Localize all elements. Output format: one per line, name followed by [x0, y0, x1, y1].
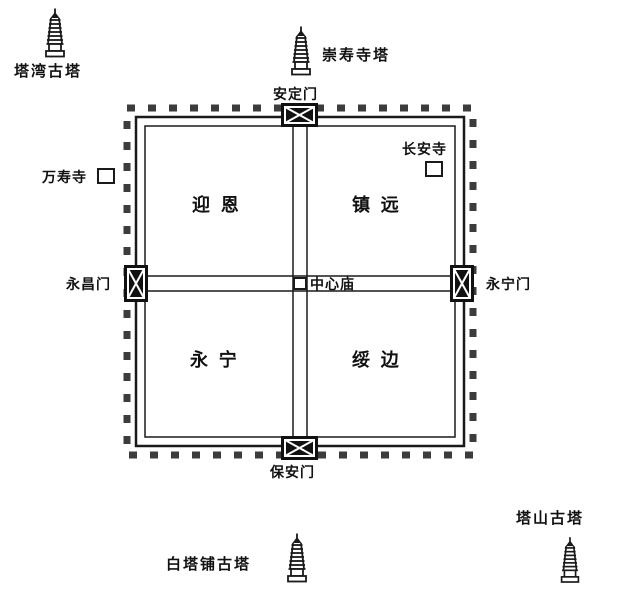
- changan-temple-label: 长安寺: [402, 141, 447, 157]
- chongshou-pagoda-icon: [291, 26, 311, 76]
- north-gate-label: 安定门: [273, 86, 318, 102]
- tashan-pagoda-label: 塔山古塔: [516, 510, 585, 527]
- east-gate-label: 永宁门: [486, 276, 531, 292]
- south-gate-icon: [281, 436, 318, 460]
- central-temple-marker: [293, 277, 307, 290]
- north-gate-icon: [281, 103, 318, 127]
- tashan-pagoda-icon: [560, 536, 580, 583]
- east-gate-icon: [450, 265, 474, 302]
- baitapu-pagoda-label: 白塔铺古塔: [166, 556, 252, 573]
- quadrant-se-label: 绥边: [352, 350, 410, 370]
- west-gate-icon: [124, 265, 148, 302]
- quadrant-nw-label: 迎恩: [192, 195, 250, 215]
- tawan-pagoda-label: 塔湾古塔: [14, 63, 83, 80]
- quadrant-sw-label: 永宁: [190, 350, 248, 370]
- south-gate-label: 保安门: [270, 464, 315, 480]
- tawan-pagoda-icon: [45, 8, 65, 58]
- wanshou-temple-marker: [97, 168, 115, 184]
- changan-temple-marker: [425, 161, 443, 177]
- central-temple-label: 中心庙: [310, 276, 355, 292]
- wanshou-temple-label: 万寿寺: [42, 169, 87, 185]
- baitapu-pagoda-icon: [287, 533, 307, 583]
- quadrant-ne-label: 镇远: [352, 195, 410, 215]
- west-gate-label: 永昌门: [66, 276, 111, 292]
- chongshou-pagoda-label: 崇寿寺塔: [322, 47, 391, 64]
